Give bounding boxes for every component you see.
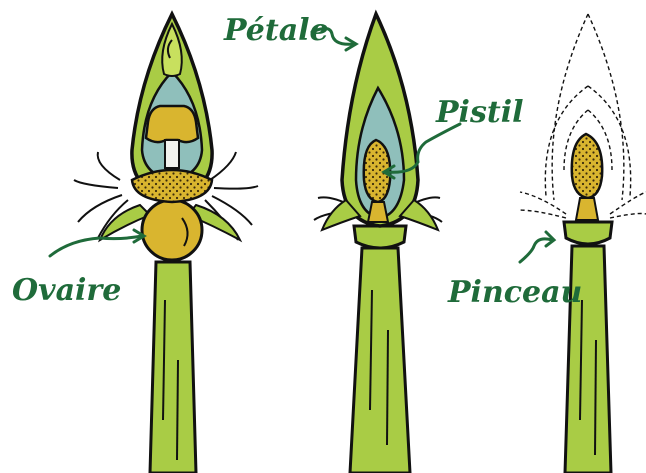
arrow-ovaire xyxy=(50,236,142,256)
cup-3 xyxy=(564,222,612,244)
pistil-3 xyxy=(572,134,602,198)
stage-opening xyxy=(314,14,442,473)
stem-1 xyxy=(150,262,196,473)
label-pistil: Pistil xyxy=(435,95,524,130)
anther xyxy=(146,106,198,142)
label-petale: Pétale xyxy=(223,13,329,48)
stem-2 xyxy=(350,248,410,473)
label-pinceau: Pinceau xyxy=(447,275,582,310)
stage-bud xyxy=(74,14,258,473)
arrow-pinceau xyxy=(520,239,552,262)
label-ovaire: Ovaire xyxy=(12,273,121,308)
cup-2 xyxy=(354,226,406,248)
ovary xyxy=(142,200,202,260)
pollen-ring xyxy=(132,170,212,202)
